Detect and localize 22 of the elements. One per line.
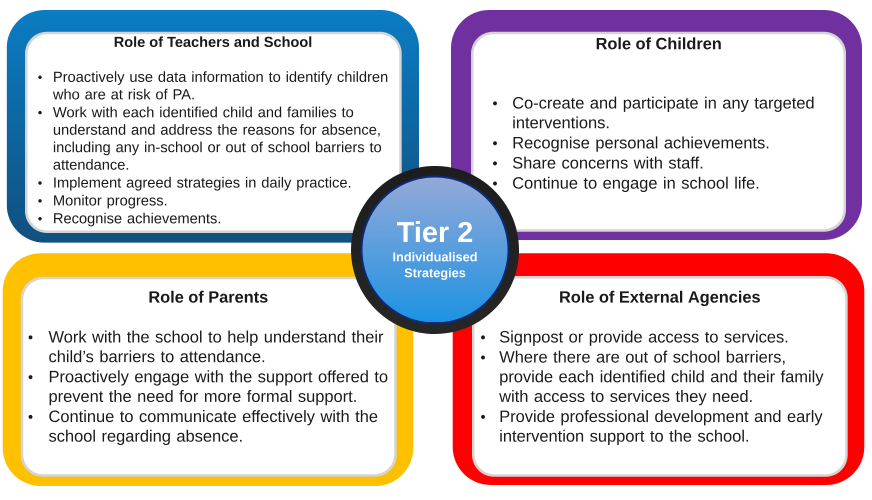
bullet-text: Where there are out of school barriers, provide each identified child and their family with access to services they need. bbox=[499, 350, 824, 406]
bullet-text: Signpost or provide access to services. bbox=[500, 330, 788, 346]
badge-title: Tier 2 bbox=[397, 221, 472, 242]
bullet-text: Work with the school to help understand their child’s barriers to attendance. bbox=[48, 330, 384, 362]
bullet-text: Monitor progress. bbox=[54, 194, 166, 208]
box-heading: Role of External Agencies bbox=[560, 290, 760, 306]
bullet-text: Co-create and participate in any targeted interventions. bbox=[513, 96, 814, 128]
box-heading: Role of Children bbox=[596, 37, 721, 50]
badge-subtitle: Individualised Strategies bbox=[393, 252, 477, 280]
bullet-text: Recognise personal achievements. bbox=[514, 136, 768, 152]
bullet-text: Share concerns with staff. bbox=[512, 156, 702, 169]
bullet-text: Implement agreed strategies in daily practice. bbox=[54, 176, 350, 191]
bullet-text: Proactively engage with the support offered to prevent the need for more formal support. bbox=[50, 370, 388, 406]
bullet-text: Continue to engage in school life. bbox=[513, 176, 758, 192]
bullet-text: Provide professional development and early intervention support to the school. bbox=[500, 410, 823, 446]
bullet-text: Recognise achievements. bbox=[54, 212, 220, 226]
box-heading: Role of Parents bbox=[149, 290, 268, 303]
bullet-text: Work with each identified child and families to understand and address the reasons for absence, including any in-school or out of school barriers to attendance. bbox=[52, 106, 382, 170]
box-heading: Role of Teachers and School bbox=[114, 36, 312, 48]
role-box bbox=[451, 10, 862, 240]
bullet-text: Proactively use data information to identify children who are at risk of PA. bbox=[52, 71, 388, 100]
bullet-text: Continue to communicate effectively with the school regarding absence. bbox=[48, 410, 378, 446]
